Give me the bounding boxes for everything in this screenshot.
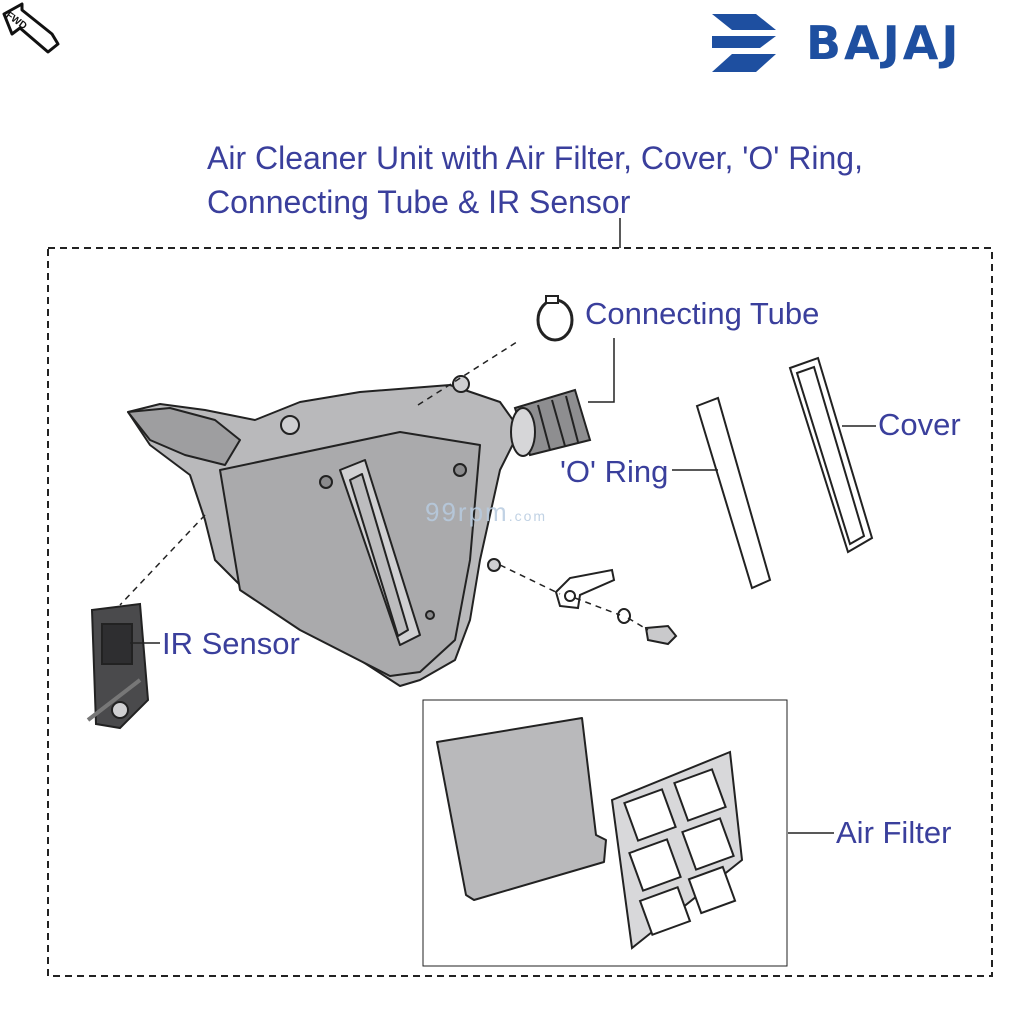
label-connecting-tube: Connecting Tube — [585, 296, 820, 331]
air-cleaner-housing — [127, 375, 521, 687]
diagram-title: Air Cleaner Unit with Air Filter, Cover,… — [207, 136, 967, 224]
fwd-arrow-icon — [2, 2, 60, 54]
connecting-tube — [510, 388, 592, 457]
brand-name: BAJAJ — [806, 16, 962, 70]
cover-part — [788, 356, 874, 554]
watermark: 99rpm.com — [425, 497, 547, 528]
bracket-fasteners — [554, 568, 678, 646]
watermark-suffix: .com — [508, 508, 548, 524]
hose-clamp — [536, 295, 574, 342]
air-filter-inset — [422, 699, 788, 967]
label-ir-sensor: IR Sensor — [162, 626, 300, 661]
air-filter-frame — [610, 750, 744, 950]
ir-sensor-part — [86, 602, 150, 730]
watermark-main: 99rpm — [425, 497, 509, 527]
title-line-1: Air Cleaner Unit with Air Filter, Cover,… — [207, 140, 863, 176]
air-filter-element — [436, 717, 607, 901]
bajaj-wing-icon — [712, 14, 776, 72]
o-ring-part — [695, 396, 772, 590]
callout-leaders — [130, 338, 876, 834]
label-o-ring: 'O' Ring — [560, 454, 669, 489]
label-air-filter: Air Filter — [836, 815, 952, 850]
assembly-frame — [47, 247, 993, 977]
label-cover: Cover — [878, 407, 961, 442]
title-line-2: Connecting Tube & IR Sensor — [207, 184, 631, 220]
assembly-dash-lines — [119, 339, 649, 631]
